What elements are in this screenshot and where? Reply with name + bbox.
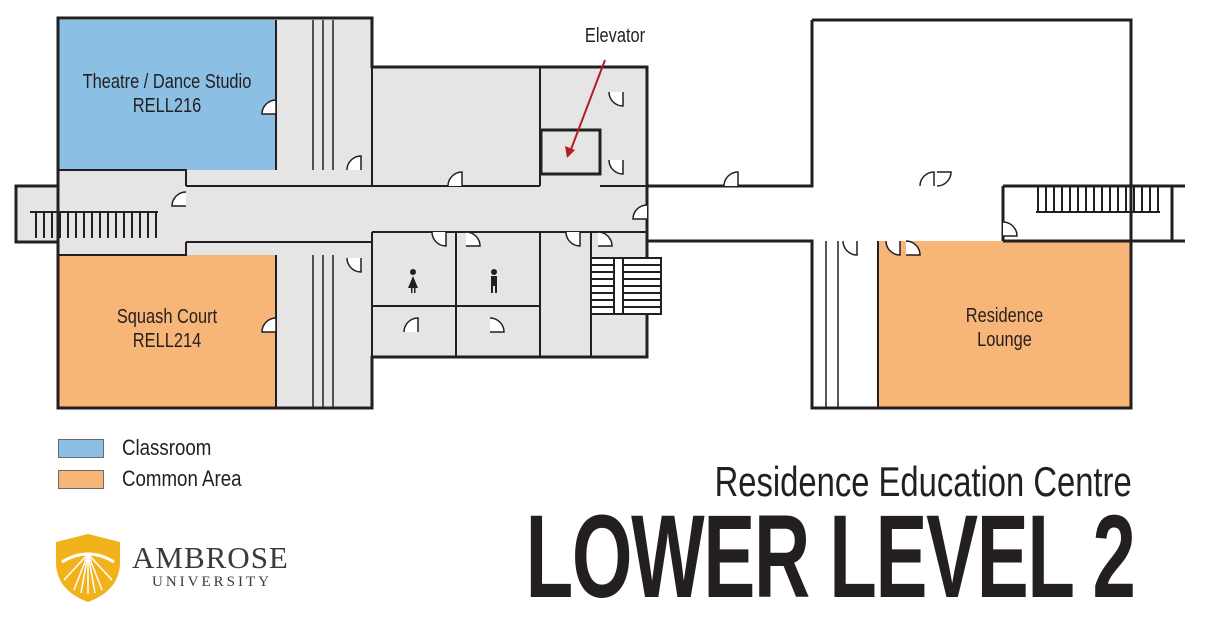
room-name: Squash Court: [116, 306, 218, 328]
logo-subtitle: UNIVERSITY: [152, 574, 272, 590]
room-code: RELL214: [132, 330, 202, 352]
room-name-line2: Lounge: [977, 329, 1032, 351]
logo-name: AMBROSE: [132, 540, 289, 575]
room-theatre[interactable]: [58, 20, 276, 170]
stair-lines-left: [312, 20, 839, 408]
room-code: RELL216: [132, 95, 202, 117]
legend-label: Common Area: [122, 466, 242, 491]
room-name: Residence: [965, 305, 1044, 327]
sunburst-shield-icon: [56, 534, 120, 602]
right-corridor: [647, 186, 1003, 241]
room-label-theatre: Theatre / Dance Studio RELL216: [78, 70, 257, 118]
room-name: Theatre / Dance Studio: [82, 71, 252, 93]
legend-swatch-classroom: [58, 438, 104, 458]
stairs-right-exit: [1036, 186, 1160, 213]
man-restroom-icon: [491, 269, 497, 293]
elevator-label: Elevator: [584, 25, 646, 47]
legend-swatch-common-area: [58, 469, 104, 489]
legend-item-common-area: Common Area: [58, 466, 263, 492]
legend-label: Classroom: [122, 435, 212, 460]
elevator-shaft: [539, 128, 602, 176]
legend-item-classroom: Classroom: [58, 435, 227, 461]
elevator-arrow: [569, 59, 606, 153]
stairs-middle: [590, 257, 662, 315]
room-label-squash: Squash Court RELL214: [78, 305, 257, 353]
room-label-lounge: Residence Lounge: [901, 304, 1108, 352]
door-swings: [171, 91, 1018, 333]
ambrose-university-logo: AMBROSE UNIVERSITY: [52, 532, 312, 604]
level-title: LOWER LEVEL 2: [525, 491, 1135, 623]
stairs-left-exit: [30, 211, 158, 238]
elevator-arrowhead: [565, 146, 575, 158]
building-name: Residence Education Centre: [714, 458, 1132, 505]
room-lounge[interactable]: [878, 241, 1131, 408]
woman-restroom-icon: [408, 269, 418, 293]
room-squash[interactable]: [58, 255, 276, 408]
